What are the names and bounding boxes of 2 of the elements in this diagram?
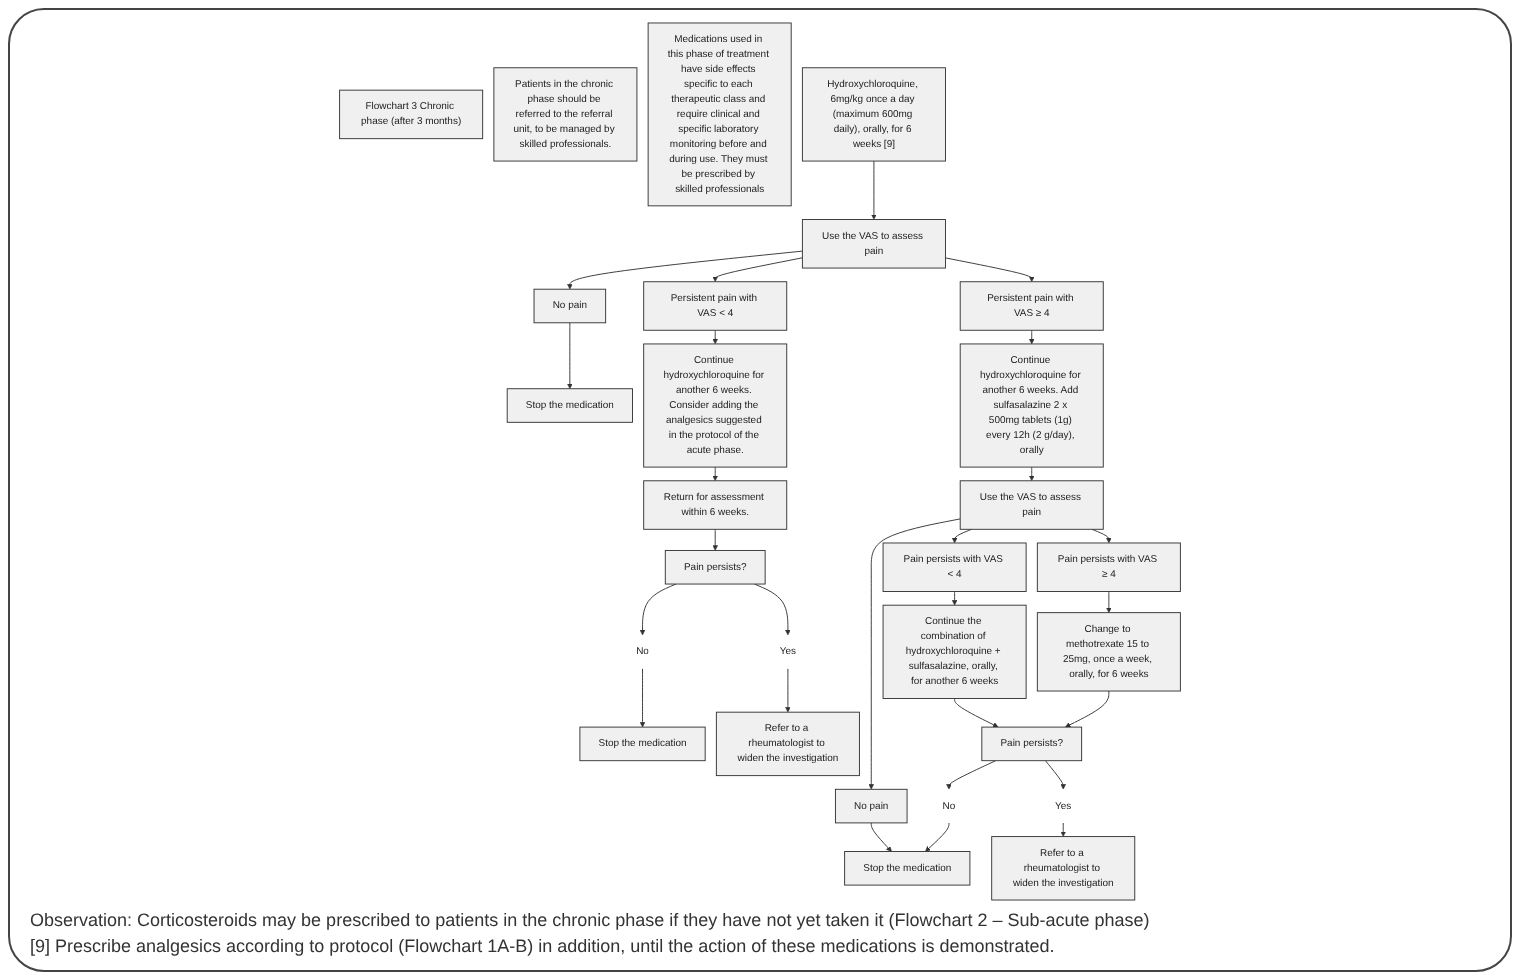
note-text: Observation: Corticosteroids may be prescribed to patients in the chronic phase if they have not yet taken it (Flowchart 2 – Sub-acute phase) [30,909,1152,932]
note-text: [9] Prescribe analgesics according to protocol (Flowchart 1A-B) in addition, until the action of these medications is demonstrated. [30,935,1057,958]
